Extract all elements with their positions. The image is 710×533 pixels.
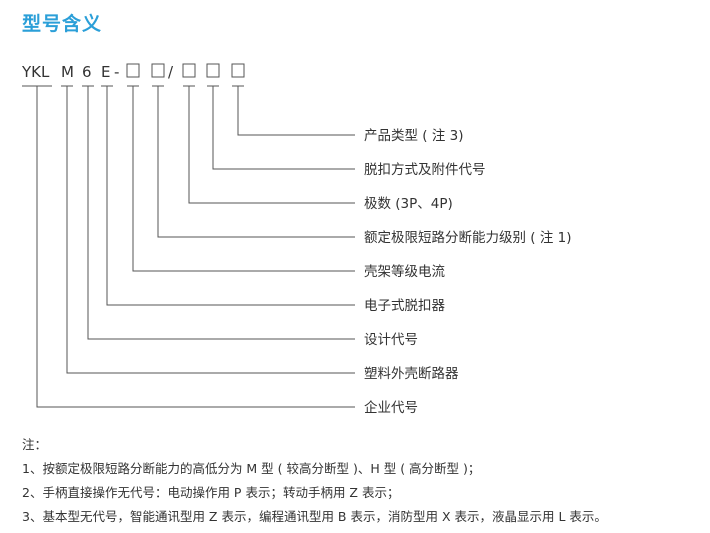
code-six: 6 [82, 63, 92, 81]
code-box-rated-current [126, 63, 140, 78]
code-box-release-accessory [206, 63, 220, 78]
label-design-code: 设计代号 [364, 332, 418, 348]
leader-lines [36, 86, 355, 408]
label-poles: 极数 (3P、4P) [364, 196, 453, 212]
note-item-1: 1、按额定极限短路分断能力的高低分为 M 型 ( 较高分断型 )、H 型 ( 高… [22, 461, 481, 476]
label-electronic-release: 电子式脱扣器 [364, 298, 445, 314]
notes-heading: 注： [22, 437, 48, 452]
code-box-breaking-capacity [151, 63, 165, 78]
label-breaking-capacity: 额定极限短路分断能力级别 ( 注 1) [364, 230, 572, 246]
label-moulded-case-breaker: 塑料外壳断路器 [364, 366, 459, 382]
code-e: E [101, 63, 110, 81]
code-dash: - [114, 63, 119, 81]
note-item-3: 3、基本型无代号，智能通讯型用 Z 表示，编程通讯型用 B 表示，消防型用 X … [22, 509, 607, 524]
label-frame-current: 壳架等级电流 [364, 263, 445, 280]
code-box-poles [182, 63, 196, 78]
code-slash: / [168, 63, 174, 81]
label-enterprise-code: 企业代号 [364, 399, 418, 416]
code-prefix: YKL [21, 63, 50, 81]
notes: 注： 1、按额定极限短路分断能力的高低分为 M 型 ( 较高分断型 )、H 型 … [22, 433, 710, 529]
model-code-diagram: YKL M 6 E - / 产品类型 ( 注 3) 脱扣方式及附件代号 极数 (… [21, 63, 572, 416]
label-product-type: 产品类型 ( 注 3) [364, 128, 464, 144]
code-m: M [61, 63, 74, 81]
note-item-2: 2、手柄直接操作无代号：电动操作用 P 表示；转动手柄用 Z 表示； [22, 485, 400, 500]
label-release-accessory: 脱扣方式及附件代号 [364, 162, 486, 178]
code-box-product-type [231, 63, 245, 78]
page-title: 型号含义 [22, 13, 103, 35]
